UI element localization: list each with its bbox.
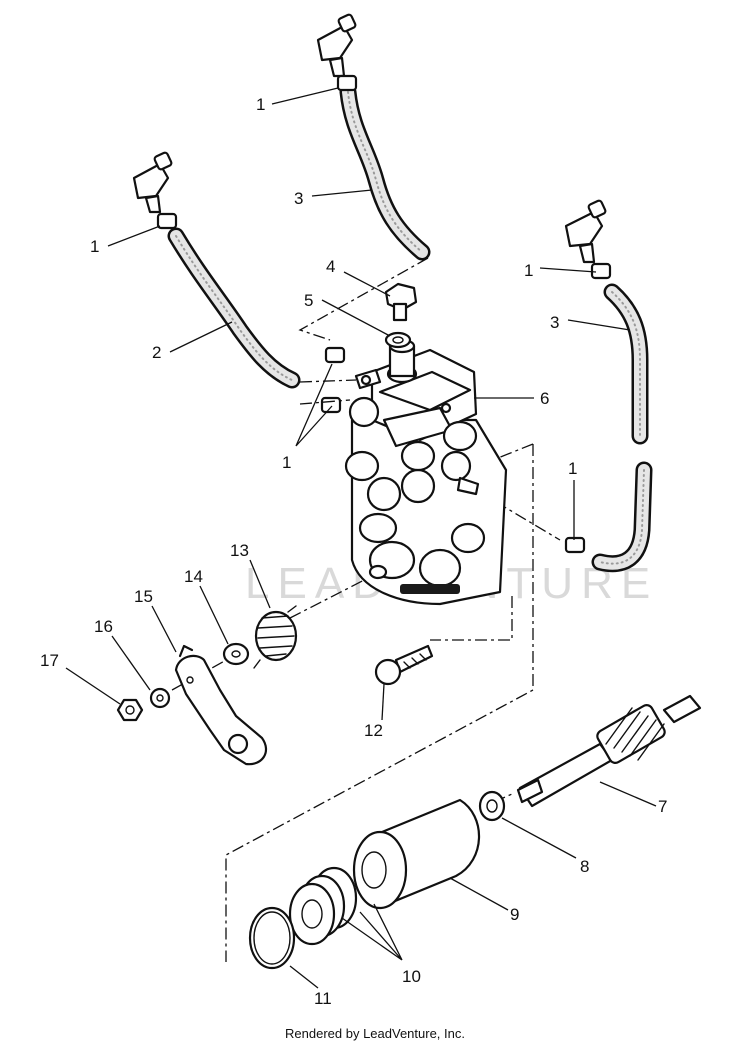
callout-1-right-top: 1 (524, 261, 533, 280)
return-spring (253, 605, 298, 669)
injector-nozzle-center (316, 13, 357, 78)
callout-4: 4 (326, 257, 335, 276)
pump-control-lever (174, 644, 268, 766)
oil-hose-left (167, 227, 301, 389)
callout-10: 10 (402, 967, 421, 986)
callout-12: 12 (364, 721, 383, 740)
injector-nozzle-left (132, 151, 173, 214)
pump-mounting-bolt (374, 644, 434, 686)
callout-1-left: 1 (90, 237, 99, 256)
callout-3-right: 3 (550, 313, 559, 332)
callout-1-right-bottom: 1 (568, 459, 577, 478)
gear-bushing (352, 798, 481, 910)
callout-labels: 1 1 1 1 1 2 3 3 4 5 6 7 8 9 10 11 12 13 … (40, 95, 667, 1008)
lock-washer (149, 687, 171, 709)
callout-1-center: 1 (256, 95, 265, 114)
callout-1-pump: 1 (282, 453, 291, 472)
lever-nut (116, 698, 144, 722)
callout-2: 2 (152, 343, 161, 362)
oil-pump-assembly (344, 338, 508, 606)
callout-9: 9 (510, 905, 519, 924)
callout-leaders (65, 87, 657, 989)
callout-7: 7 (658, 797, 667, 816)
banjo-bolt (384, 282, 418, 322)
callout-16: 16 (94, 617, 113, 636)
callout-6: 6 (540, 389, 549, 408)
oil-hose-center (339, 83, 431, 261)
callout-11: 11 (314, 989, 332, 1008)
retaining-snap-ring (248, 906, 296, 970)
callout-15: 15 (134, 587, 153, 606)
oil-hose-right (591, 283, 653, 573)
oil-seal-set (288, 866, 358, 946)
footer-credit: Rendered by LeadVenture, Inc. (285, 1026, 465, 1041)
callout-17: 17 (40, 651, 59, 670)
callout-13: 13 (230, 541, 249, 560)
callout-14: 14 (184, 567, 203, 586)
sealing-washer (384, 331, 412, 349)
callout-3-center: 3 (294, 189, 303, 208)
gear-thrust-washer (478, 790, 506, 822)
pump-drive-gear (516, 694, 702, 808)
injector-nozzle-right (564, 199, 607, 264)
callout-8: 8 (580, 857, 589, 876)
spacer-washer (222, 642, 250, 666)
callout-5: 5 (304, 291, 313, 310)
